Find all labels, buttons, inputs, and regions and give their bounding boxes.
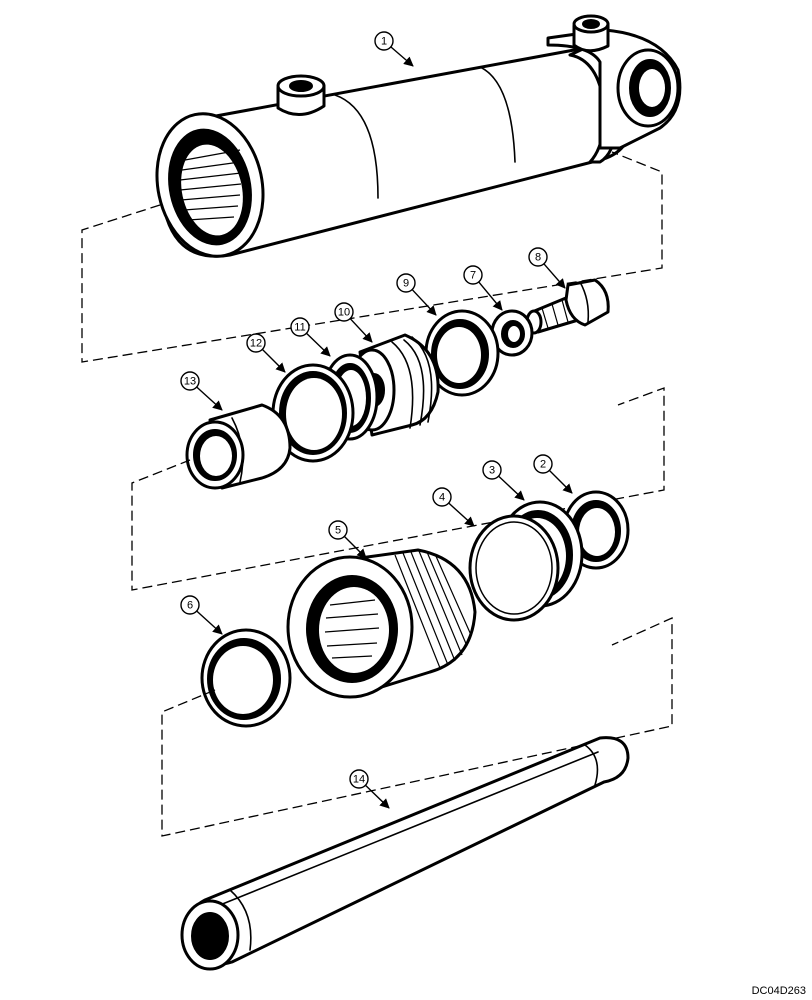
callout-8-number: 8 xyxy=(535,252,541,264)
callout-14-number: 14 xyxy=(353,774,365,786)
callout-6-circle xyxy=(180,595,200,615)
part-cylinder-head-gland xyxy=(286,548,477,699)
callout-7: 7 xyxy=(463,265,503,311)
callout-9-circle xyxy=(396,273,416,293)
callout-7-circle xyxy=(463,265,483,285)
assembly-phantom-line-2 xyxy=(131,387,665,591)
part-cylinder-barrel xyxy=(155,14,682,258)
callout-3-leader-arrow xyxy=(498,475,525,501)
callout-7-number: 7 xyxy=(470,270,476,282)
assembly-phantom-line-3 xyxy=(161,616,673,837)
callout-12-number: 12 xyxy=(250,338,262,350)
assembly-phantom-line-1 xyxy=(81,151,663,363)
callout-11: 11 xyxy=(290,317,331,357)
drawing-code-label: DC04D263 xyxy=(751,985,806,997)
callout-5-leader-arrow xyxy=(343,535,367,559)
part-piston-rod xyxy=(180,736,630,971)
callout-9-leader-arrow xyxy=(411,289,437,316)
callout-14: 14 xyxy=(349,769,390,809)
callout-5: 5 xyxy=(328,520,367,559)
callout-1-number: 1 xyxy=(381,36,387,48)
callout-14-circle xyxy=(349,769,369,789)
callout-4: 4 xyxy=(432,487,475,527)
callout-3-number: 3 xyxy=(489,465,495,477)
part-spacer-sleeve xyxy=(185,403,292,490)
callout-2-number: 2 xyxy=(540,459,546,471)
callout-13-circle xyxy=(180,371,200,391)
callout-1: 1 xyxy=(374,31,414,67)
callout-11-circle xyxy=(290,317,310,337)
callout-3: 3 xyxy=(482,460,525,501)
callout-2-circle xyxy=(533,454,553,474)
callout-14-leader-arrow xyxy=(364,784,390,809)
callout-8: 8 xyxy=(528,247,566,289)
callout-13-number: 13 xyxy=(184,376,196,388)
callout-12-leader-arrow xyxy=(261,348,286,373)
callout-13-leader-arrow xyxy=(196,386,223,411)
callout-1-circle xyxy=(374,31,394,51)
callout-7-leader-arrow xyxy=(478,281,503,311)
part-o-ring xyxy=(468,514,560,622)
callout-5-number: 5 xyxy=(335,525,341,537)
callout-2-leader-arrow xyxy=(548,469,573,494)
callout-8-leader-arrow xyxy=(543,263,566,289)
callout-6-number: 6 xyxy=(187,600,193,612)
callout-10: 10 xyxy=(334,302,373,343)
part-washer xyxy=(490,309,534,357)
callout-10-number: 10 xyxy=(338,307,350,319)
callout-4-number: 4 xyxy=(439,492,445,504)
callout-10-leader-arrow xyxy=(349,318,373,343)
callout-5-circle xyxy=(328,520,348,540)
callout-6: 6 xyxy=(180,595,223,635)
callout-4-leader-arrow xyxy=(448,502,475,527)
callout-4-circle xyxy=(432,487,452,507)
callout-3-circle xyxy=(482,460,502,480)
callout-9: 9 xyxy=(396,273,437,316)
callout-12: 12 xyxy=(246,333,286,373)
callout-2: 2 xyxy=(533,454,573,494)
callout-6-leader-arrow xyxy=(196,610,223,635)
part-backup-ring xyxy=(271,363,355,463)
callout-8-circle xyxy=(528,247,548,267)
callout-12-circle xyxy=(246,333,266,353)
callout-11-leader-arrow xyxy=(305,332,331,357)
callout-13: 13 xyxy=(180,371,223,411)
part-piston-seal-ring xyxy=(424,309,500,397)
callout-9-number: 9 xyxy=(403,278,409,290)
part-head-seal xyxy=(200,628,292,728)
callout-1-leader-arrow xyxy=(390,46,414,67)
callout-11-number: 11 xyxy=(294,322,305,334)
callout-10-circle xyxy=(334,302,354,322)
